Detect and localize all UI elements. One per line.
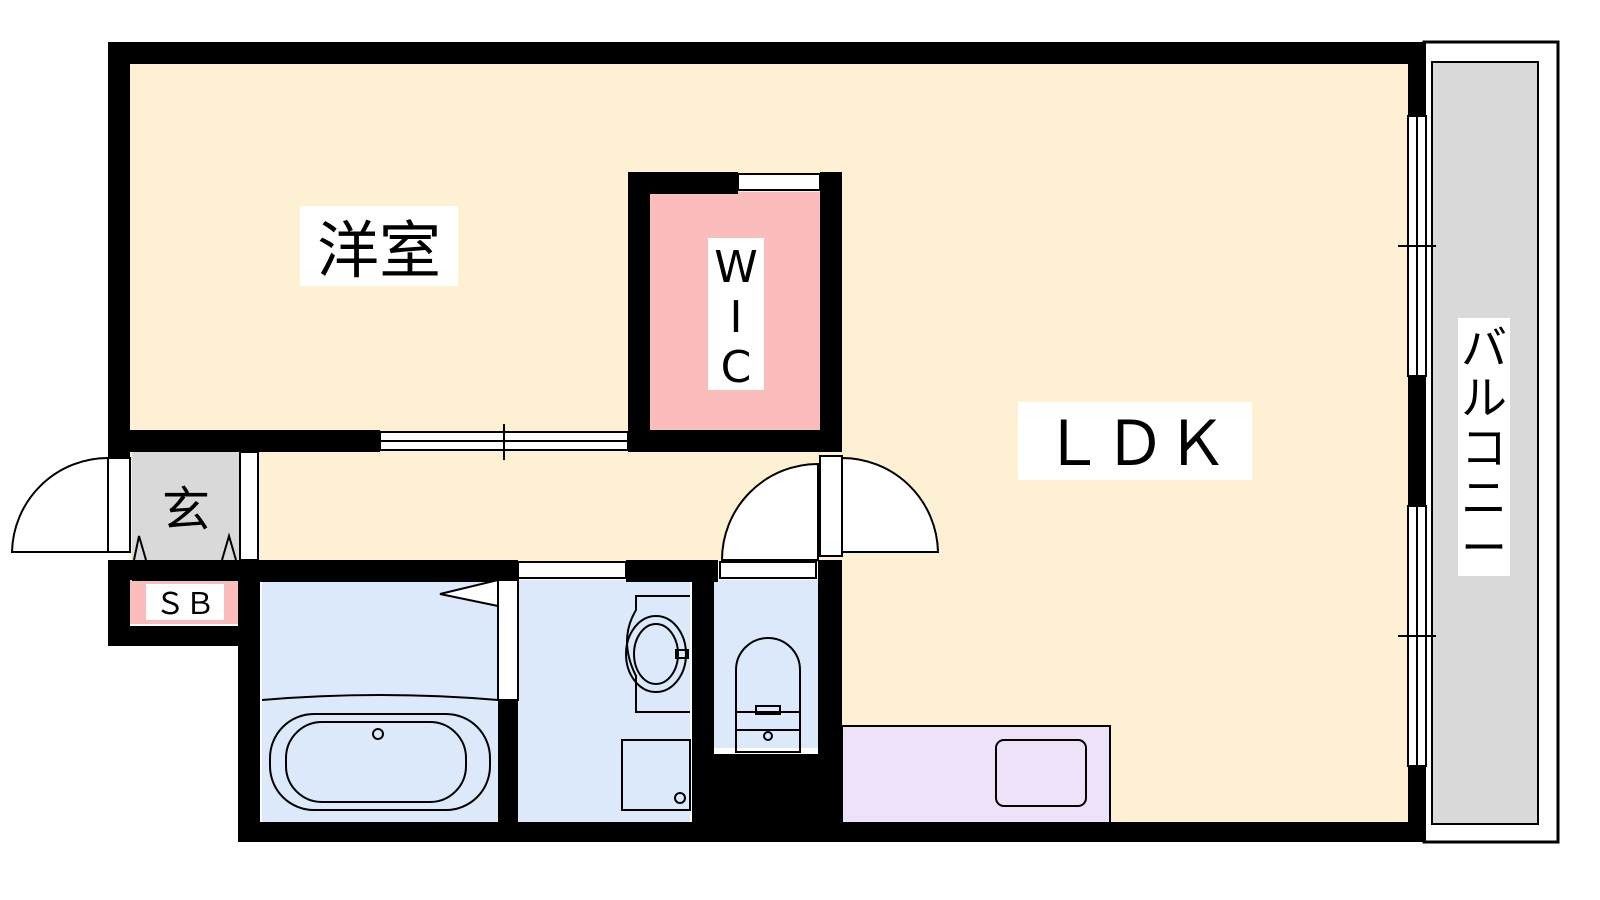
toilet-bowl	[735, 637, 801, 753]
western-room-label-text: 洋室	[317, 214, 441, 287]
entrance-steps	[132, 532, 240, 581]
sliding-door	[379, 424, 629, 460]
balcony-label: バ ル コ ニ ー	[1458, 318, 1510, 576]
washroom-fill	[508, 580, 690, 824]
corridor-door-swing	[720, 462, 819, 561]
western-room-label: 洋室	[300, 206, 458, 287]
wic-label-w: W	[714, 242, 758, 293]
ldk-label-text: ＬＤＫ	[1042, 407, 1228, 480]
shoe-box-label-text: ＳＢ	[155, 587, 215, 622]
bath-fill	[262, 580, 508, 824]
wic-label: W I C	[708, 238, 764, 393]
swing-doors	[10, 456, 940, 561]
door-jambs	[107, 455, 843, 557]
washing-machine-space	[621, 739, 691, 811]
entrance-label-text: 玄	[162, 482, 210, 538]
entrance-fill	[132, 450, 240, 562]
entrance-label: 玄	[162, 482, 210, 538]
wic-label-i: I	[730, 292, 743, 343]
window-mullions	[1398, 116, 1436, 766]
walls	[108, 42, 1426, 842]
shoe-box-label: ＳＢ	[146, 584, 224, 622]
ldk-label: ＬＤＫ	[1018, 402, 1252, 480]
shower-faucet	[439, 578, 519, 701]
bathtub	[261, 694, 499, 811]
balcony-label-char-4: ニ	[1461, 471, 1507, 525]
balcony-label-char-5: ー	[1461, 521, 1507, 575]
balcony-label-char-3: コ	[1461, 421, 1507, 475]
kitchen-fill	[842, 726, 1110, 824]
wic-label-c: C	[721, 342, 752, 393]
ldk-door-swing	[841, 456, 940, 553]
balcony-label-char-1: バ	[1461, 321, 1507, 375]
entrance-door-swing	[10, 456, 109, 553]
toilet-fill	[712, 580, 824, 748]
washbasin	[625, 595, 690, 713]
balcony-label-char-2: ル	[1461, 371, 1507, 425]
kitchen-sink	[995, 739, 1087, 807]
